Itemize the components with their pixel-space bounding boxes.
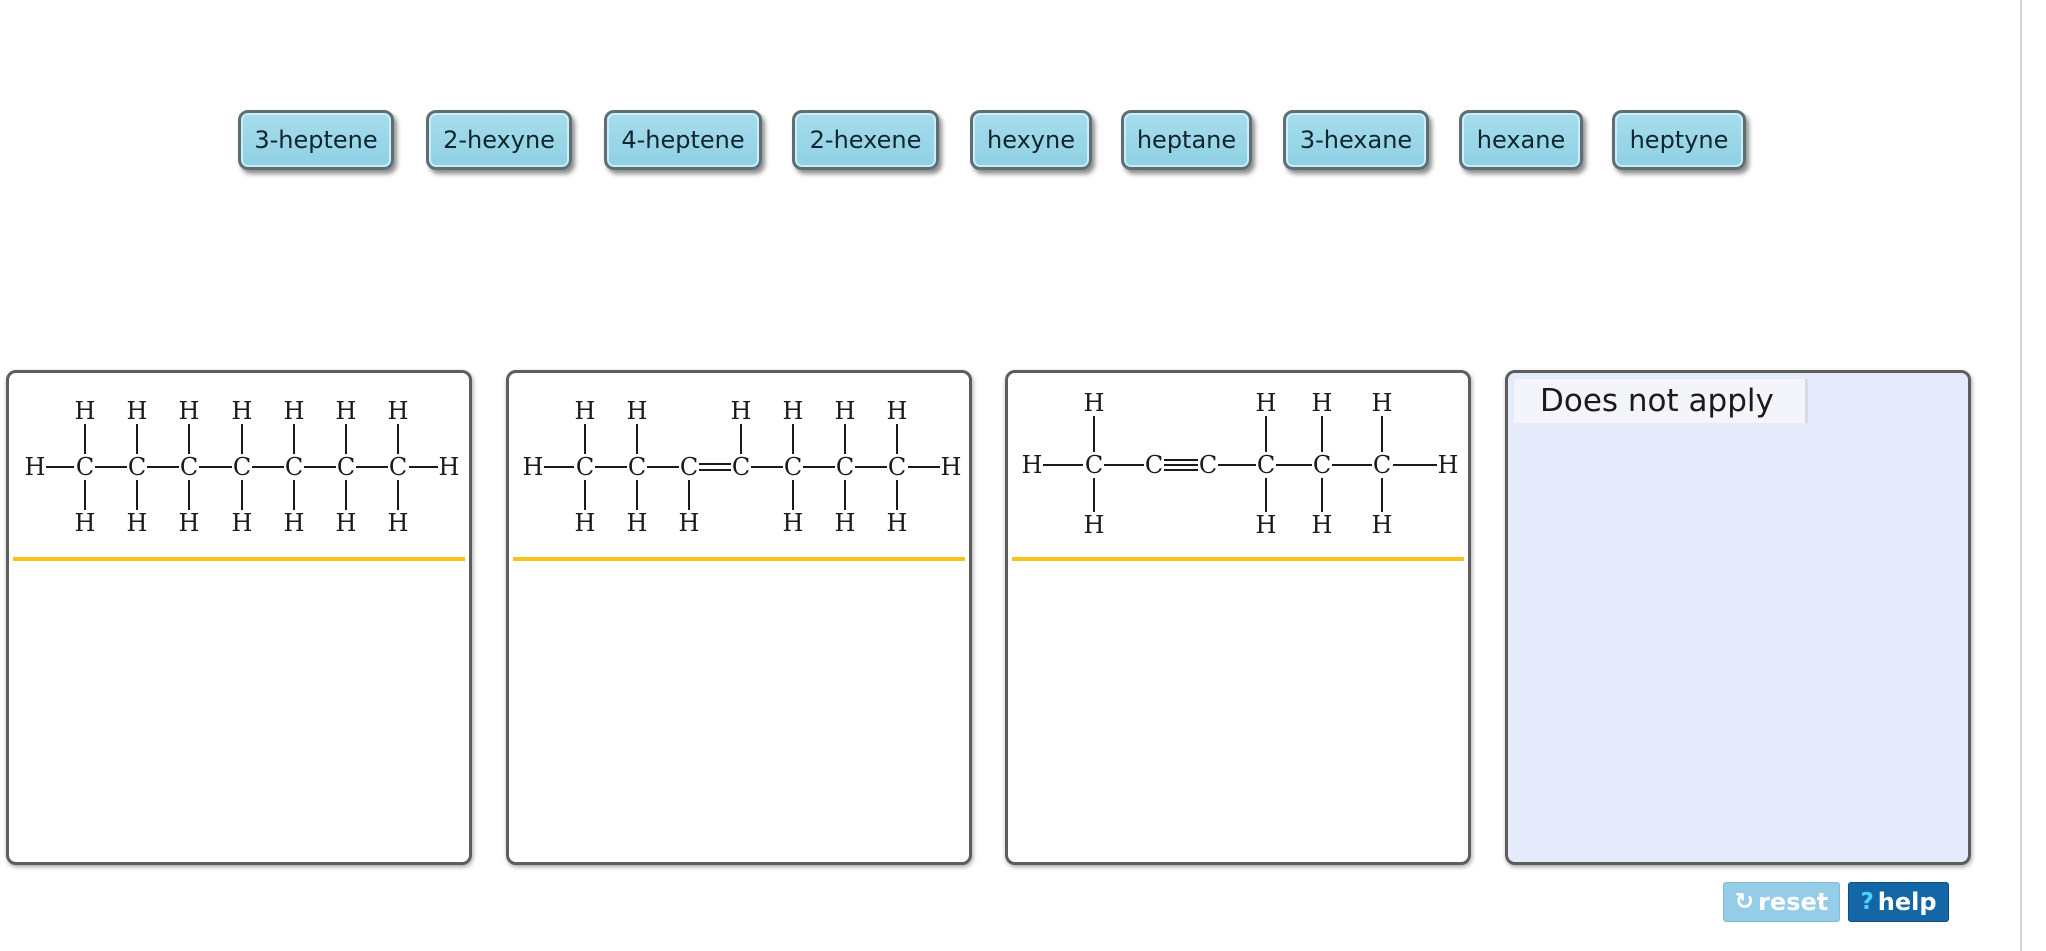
- hydrogen-atom: H: [127, 509, 148, 537]
- hydrogen-atom: H: [179, 397, 200, 425]
- hydrogen-atom: H: [1312, 389, 1333, 417]
- drop-zone[interactable]: [13, 565, 465, 858]
- hydrogen-atom: H: [1372, 511, 1393, 539]
- hydrogen-atom: H: [1312, 511, 1333, 539]
- hydrogen-atom: H: [575, 509, 596, 537]
- hydrogen-atom: H: [783, 509, 804, 537]
- help-button[interactable]: ? help: [1848, 882, 1949, 922]
- carbon-atom: C: [285, 453, 303, 481]
- hydrogen-atom: H: [25, 453, 46, 481]
- hydrogen-atom: H: [1256, 511, 1277, 539]
- hydrogen-atom: H: [284, 397, 305, 425]
- label-tile-hexyne[interactable]: hexyne: [970, 110, 1092, 170]
- hydrogen-atom: H: [1438, 451, 1459, 479]
- carbon-atom: C: [180, 453, 198, 481]
- hydrogen-atom: H: [679, 509, 700, 537]
- reset-label: reset: [1758, 888, 1829, 916]
- refresh-icon: ↻: [1734, 889, 1755, 915]
- hydrogen-atom: H: [1084, 389, 1105, 417]
- carbon-atom: C: [128, 453, 146, 481]
- carbon-atom: C: [888, 453, 906, 481]
- carbon-atom: C: [1085, 451, 1103, 479]
- hydrogen-atom: H: [75, 509, 96, 537]
- hydrogen-atom: H: [1084, 511, 1105, 539]
- target-divider: [513, 557, 965, 561]
- target-divider: [1012, 557, 1464, 561]
- label-tile-hexane[interactable]: hexane: [1459, 110, 1583, 170]
- hydrogen-atom: H: [575, 397, 596, 425]
- reset-button[interactable]: ↻ reset: [1723, 882, 1840, 922]
- hydrogen-atom: H: [731, 397, 752, 425]
- carbon-atom: C: [76, 453, 94, 481]
- drop-target-hexyne-structure[interactable]: H C H H C C C H H C H H C H H H: [1005, 370, 1471, 865]
- carbon-atom: C: [1145, 451, 1163, 479]
- hydrogen-atom: H: [523, 453, 544, 481]
- carbon-atom: C: [1373, 451, 1391, 479]
- carbon-atom: C: [1257, 451, 1275, 479]
- hydrogen-atom: H: [336, 509, 357, 537]
- target-divider: [13, 557, 465, 561]
- structure-2-hexyne: H C H H C C C H H C H H C H H H: [1022, 389, 1459, 539]
- hydrogen-atom: H: [1372, 389, 1393, 417]
- label-bank: 3-heptene 2-hexyne 4-heptene 2-hexene he…: [0, 110, 2046, 180]
- carbon-atom: C: [836, 453, 854, 481]
- drop-target-does-not-apply[interactable]: Does not apply: [1505, 370, 1971, 865]
- hydrogen-atom: H: [127, 397, 148, 425]
- help-label: help: [1877, 888, 1937, 916]
- carbon-atom: C: [680, 453, 698, 481]
- hydrogen-atom: H: [627, 397, 648, 425]
- label-tile-3-heptene[interactable]: 3-heptene: [238, 110, 394, 170]
- hydrogen-atom: H: [439, 453, 460, 481]
- hydrogen-atom: H: [336, 397, 357, 425]
- page-right-border: [2020, 0, 2022, 951]
- hydrogen-atom: H: [232, 397, 253, 425]
- hydrogen-atom: H: [284, 509, 305, 537]
- hydrogen-atom: H: [1022, 451, 1043, 479]
- hydrogen-atom: H: [887, 397, 908, 425]
- drop-zone[interactable]: [1012, 565, 1464, 858]
- carbon-atom: C: [784, 453, 802, 481]
- hydrogen-atom: H: [179, 509, 200, 537]
- hydrogen-atom: H: [941, 453, 962, 481]
- label-tile-3-hexane[interactable]: 3-hexane: [1283, 110, 1429, 170]
- label-tile-heptyne[interactable]: heptyne: [1612, 110, 1746, 170]
- carbon-atom: C: [1313, 451, 1331, 479]
- label-tile-heptane[interactable]: heptane: [1121, 110, 1252, 170]
- carbon-atom: C: [732, 453, 750, 481]
- carbon-atom: C: [628, 453, 646, 481]
- hydrogen-atom: H: [1256, 389, 1277, 417]
- carbon-atom: C: [233, 453, 251, 481]
- hydrogen-atom: H: [627, 509, 648, 537]
- hydrogen-atom: H: [232, 509, 253, 537]
- label-tile-2-hexyne[interactable]: 2-hexyne: [426, 110, 572, 170]
- carbon-atom: C: [337, 453, 355, 481]
- label-tile-4-heptene[interactable]: 4-heptene: [604, 110, 762, 170]
- question-icon: ?: [1860, 889, 1874, 915]
- hydrogen-atom: H: [388, 397, 409, 425]
- carbon-atom: C: [576, 453, 594, 481]
- carbon-atom: C: [1199, 451, 1217, 479]
- carbon-atom: C: [389, 453, 407, 481]
- drop-zone[interactable]: [513, 565, 965, 858]
- hydrogen-atom: H: [835, 509, 856, 537]
- hydrogen-atom: H: [75, 397, 96, 425]
- hydrogen-atom: H: [388, 509, 409, 537]
- hydrogen-atom: H: [887, 509, 908, 537]
- does-not-apply-heading: Does not apply: [1514, 379, 1808, 423]
- drop-zone[interactable]: [1512, 429, 1964, 858]
- hydrogen-atom: H: [783, 397, 804, 425]
- label-tile-2-hexene[interactable]: 2-hexene: [792, 110, 939, 170]
- hydrogen-atom: H: [835, 397, 856, 425]
